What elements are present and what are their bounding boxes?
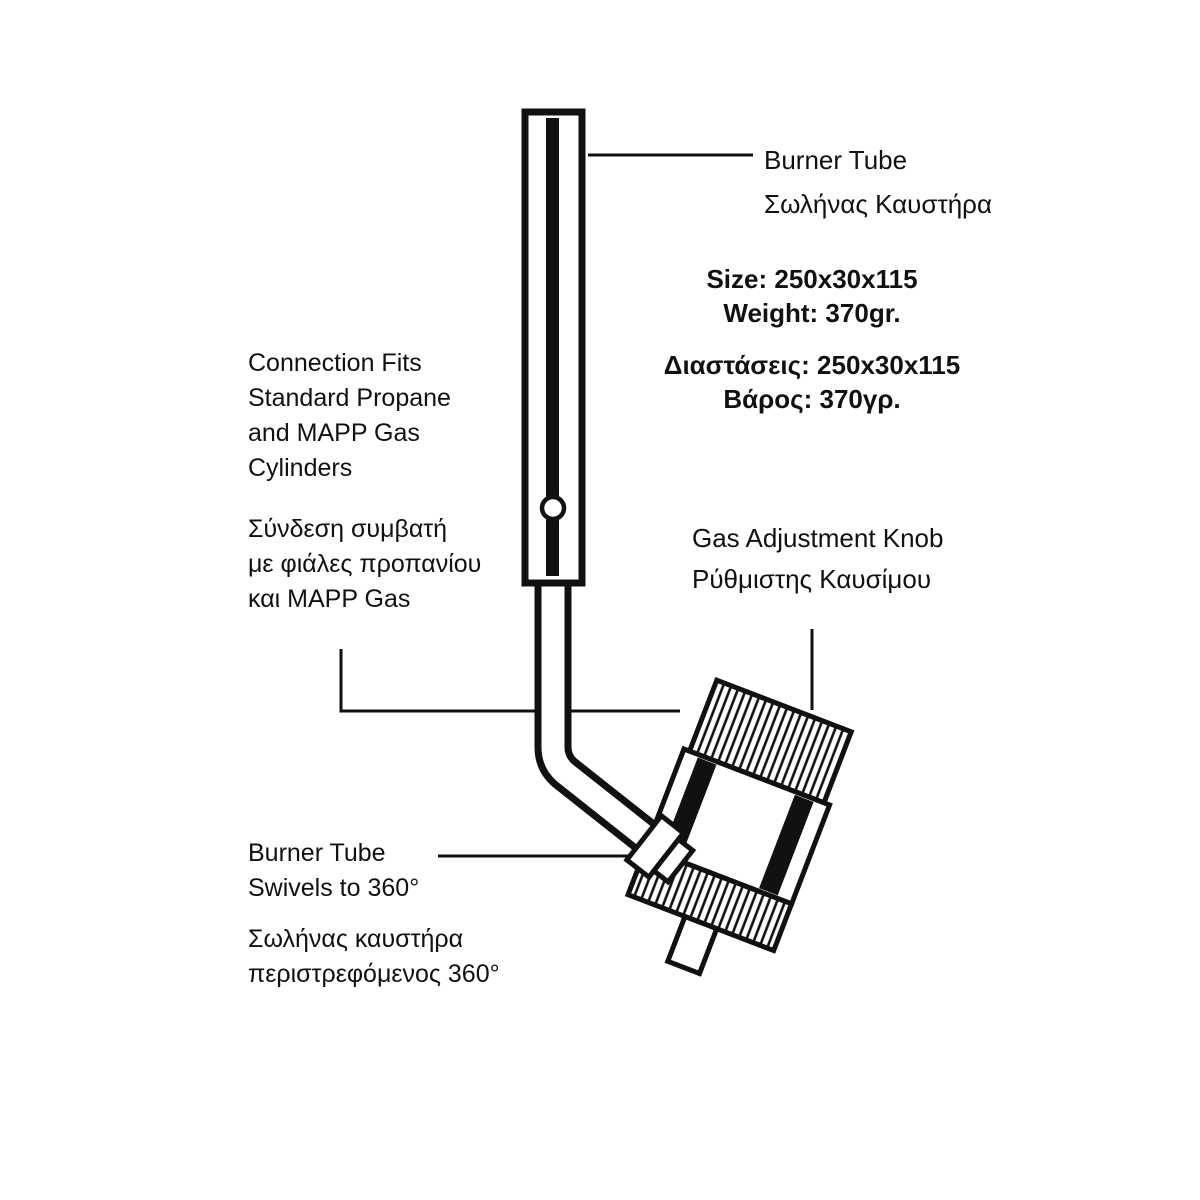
label-knob-gr: Ρύθμιστης Καυσίμου: [692, 564, 932, 594]
label-burner-tube-gr: Σωλήνας Καυστήρα: [764, 189, 992, 219]
label-burner-tube: Burner Tube Σωλήνας Καυστήρα: [764, 138, 992, 226]
spec-size-gr: Διαστάσεις: 250x30x115: [663, 350, 961, 380]
valve-body-shade-right: [759, 794, 814, 896]
swivel-collar-neck: [650, 835, 697, 886]
burner-tube-core: [546, 118, 559, 576]
label-connection-gr-line3: και MAPP Gas: [248, 585, 411, 613]
orifice-hole: [539, 494, 567, 522]
spec-weight-gr: Βάρος: 370γρ.: [723, 384, 901, 414]
label-knob-en: Gas Adjustment Knob: [692, 523, 944, 553]
label-swivel-en: Burner Tube Swivels to 360°: [248, 836, 419, 906]
specs-english: Size: 250x30x115 Weight: 370gr.: [612, 262, 1012, 330]
label-connection-en-line3: and MAPP Gas: [248, 419, 420, 447]
label-gas-adjustment-knob: Gas Adjustment Knob Ρύθμιστης Καυσίμου: [692, 518, 943, 600]
specs-greek: Διαστάσεις: 250x30x115 Βάρος: 370γρ.: [612, 348, 1012, 416]
label-connection-en-line4: Cylinders: [248, 454, 353, 482]
label-swivel-gr: Σωλήνας καυστήρα περιστρεφόμενος 360°: [248, 922, 500, 992]
label-swivel-en-line1: Burner Tube: [248, 839, 386, 867]
label-burner-tube-en: Burner Tube: [764, 145, 908, 175]
label-swivel-gr-line2: περιστρεφόμενος 360°: [248, 960, 500, 988]
leader-line-connection: [339, 649, 680, 713]
label-connection-en: Connection Fits Standard Propane and MAP…: [248, 346, 451, 486]
label-connection-en-line2: Standard Propane: [248, 384, 451, 412]
spec-weight-en: Weight: 370gr.: [723, 298, 901, 328]
label-swivel-en-line2: Swivels to 360°: [248, 874, 420, 902]
swivel-collar: [623, 812, 697, 886]
label-connection-gr-line1: Σύνδεση συμβατή: [248, 515, 448, 543]
cylinder-connection-stub-part: [664, 913, 720, 977]
label-connection-en-line1: Connection Fits: [248, 349, 422, 377]
spec-size-en: Size: 250x30x115: [706, 264, 918, 294]
label-swivel-gr-line1: Σωλήνας καυστήρα: [248, 925, 464, 953]
label-connection-gr: Σύνδεση συμβατή με φιάλες προπανίου και …: [248, 512, 481, 617]
bent-tube-inner: [541, 565, 664, 855]
label-connection-gr-line2: με φιάλες προπανίου: [248, 550, 482, 578]
